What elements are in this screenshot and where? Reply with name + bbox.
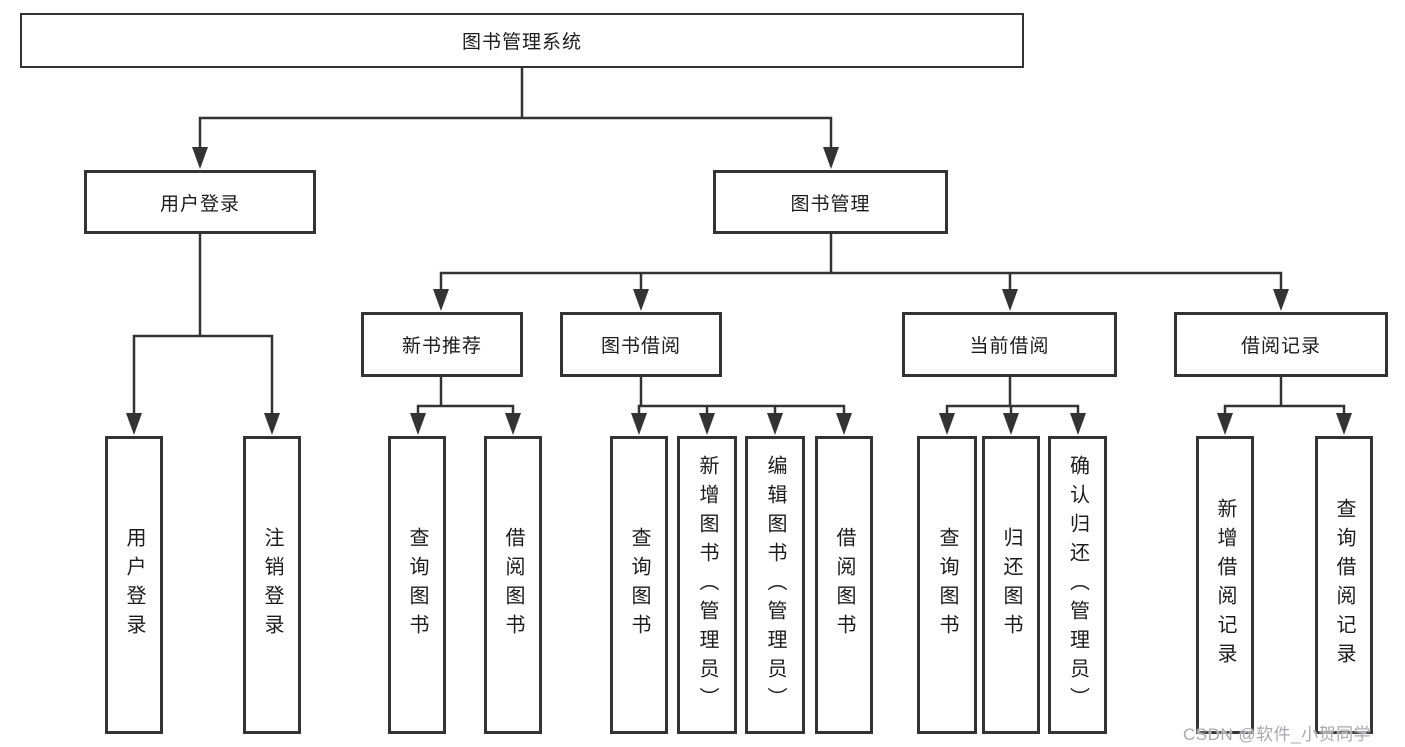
- edge-userlogin-branch: [132, 334, 274, 414]
- edge-bookmgmt-branch: [439, 271, 1283, 290]
- leaf-query-books-recommend: 查询图书: [388, 436, 446, 734]
- leaf-borrow-books-recommend: 借阅图书: [484, 436, 542, 734]
- leaf-user-login-label: 用户登录: [123, 527, 145, 643]
- leaf-query-books-current-label: 查询图书: [936, 527, 958, 643]
- leaf-confirm-return-admin: 确认归还（管理员）: [1048, 436, 1107, 734]
- node-borrow-records-label: 借阅记录: [1240, 336, 1321, 357]
- node-borrow-records: 借阅记录: [1174, 312, 1388, 377]
- leaf-borrow-books-recommend-label: 借阅图书: [502, 527, 524, 643]
- node-new-book-recommend-label: 新书推荐: [401, 336, 482, 357]
- node-root: 图书管理系统: [20, 13, 1024, 68]
- leaf-logout-label: 注销登录: [261, 527, 283, 643]
- leaf-borrow-books-label: 借阅图书: [833, 527, 855, 643]
- edge-borrowrec-branch: [1223, 404, 1346, 414]
- node-book-management: 图书管理: [713, 170, 948, 234]
- edge-newbook-branch: [416, 404, 515, 414]
- leaf-query-books-recommend-label: 查询图书: [406, 527, 428, 643]
- leaf-query-books-borrow-label: 查询图书: [628, 527, 650, 643]
- edge-root-branch: [198, 116, 833, 148]
- leaf-query-books-borrow: 查询图书: [610, 436, 668, 734]
- leaf-user-login: 用户登录: [105, 436, 163, 734]
- edge-curborrow-branch: [945, 404, 1080, 414]
- edge-bookborrow-branch: [637, 404, 846, 414]
- node-book-management-label: 图书管理: [790, 193, 871, 215]
- leaf-logout: 注销登录: [243, 436, 301, 734]
- leaf-query-borrow-record: 查询借阅记录: [1315, 436, 1373, 734]
- leaf-query-borrow-record-label: 查询借阅记录: [1333, 498, 1355, 672]
- leaf-add-books-admin-label: 新增图书（管理员）: [696, 454, 718, 716]
- node-new-book-recommend: 新书推荐: [361, 312, 523, 377]
- node-book-borrow: 图书借阅: [560, 312, 722, 377]
- node-root-label: 图书管理系统: [461, 32, 582, 53]
- leaf-edit-books-admin-label: 编辑图书（管理员）: [764, 454, 786, 716]
- node-book-borrow-label: 图书借阅: [600, 336, 681, 357]
- leaf-return-books: 归还图书: [982, 436, 1040, 734]
- node-user-login: 用户登录: [84, 170, 316, 234]
- node-user-login-label: 用户登录: [159, 193, 240, 215]
- leaf-edit-books-admin: 编辑图书（管理员）: [745, 436, 805, 734]
- csdn-watermark: CSDN @软件_小贺同学: [1183, 725, 1372, 744]
- leaf-add-borrow-record-label: 新增借阅记录: [1214, 498, 1236, 672]
- leaf-query-books-current: 查询图书: [917, 436, 977, 734]
- node-current-borrow-label: 当前借阅: [969, 336, 1050, 357]
- node-current-borrow: 当前借阅: [902, 312, 1117, 377]
- leaf-confirm-return-admin-label: 确认归还（管理员）: [1066, 454, 1089, 716]
- leaf-add-borrow-record: 新增借阅记录: [1196, 436, 1254, 734]
- leaf-return-books-label: 归还图书: [1000, 527, 1022, 643]
- arrowheads: [126, 147, 1352, 435]
- leaf-add-books-admin: 新增图书（管理员）: [677, 436, 737, 734]
- leaf-borrow-books: 借阅图书: [815, 436, 873, 734]
